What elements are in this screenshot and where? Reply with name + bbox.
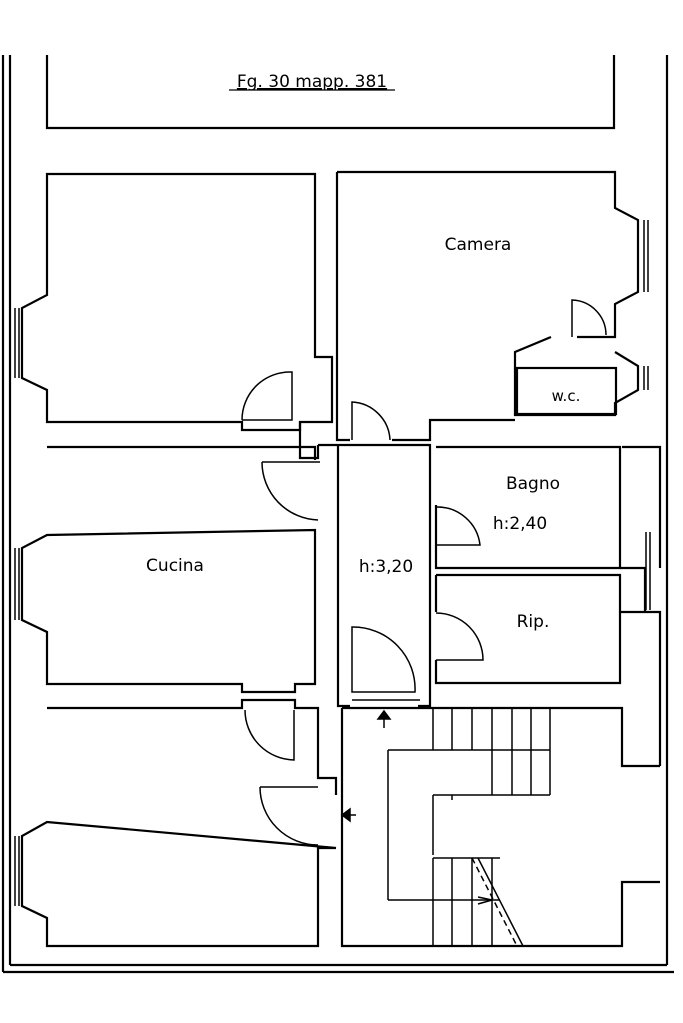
room-top-left xyxy=(20,172,334,432)
door-bagno xyxy=(435,506,481,546)
entrance-arrows xyxy=(340,709,392,823)
exterior-walls xyxy=(1,55,674,974)
door-cucina-top xyxy=(261,461,320,521)
door-cucina-bottom xyxy=(244,709,295,761)
room-bagno xyxy=(434,445,622,570)
bagno-height-label: h:2,40 xyxy=(493,514,547,534)
room-cucina xyxy=(20,445,317,694)
door-corridor-bottom xyxy=(351,626,416,693)
entrance-arrow-left xyxy=(340,807,351,823)
door-top-left xyxy=(241,371,293,421)
room-wc-outline xyxy=(515,366,618,416)
room-label-wc: w.c. xyxy=(552,387,581,405)
room-label-bagno: Bagno xyxy=(506,474,560,494)
room-bottom-left xyxy=(20,698,338,948)
corridor-height-label: h:3,20 xyxy=(359,557,413,577)
door-camera xyxy=(351,401,391,441)
right-windows xyxy=(620,445,662,766)
plan-title: Fg. 30 mapp. 381 xyxy=(237,72,387,92)
window-glazing xyxy=(14,220,651,906)
room-corridor xyxy=(298,422,432,708)
room-label-cucina: Cucina xyxy=(146,556,204,576)
door-rip xyxy=(435,612,484,661)
door-camera-wc xyxy=(571,299,607,337)
room-label-camera: Camera xyxy=(445,235,512,255)
door-bottom-left xyxy=(259,786,319,846)
room-ripostiglio xyxy=(434,573,622,685)
room-camera xyxy=(335,170,640,442)
stairwell xyxy=(340,706,660,948)
entrance-arrow-up xyxy=(376,709,392,720)
adjacent-parcel-outline xyxy=(45,55,616,130)
staircase xyxy=(387,708,551,947)
room-label-ripostiglio: Rip. xyxy=(517,612,550,632)
door-swings xyxy=(241,299,607,846)
